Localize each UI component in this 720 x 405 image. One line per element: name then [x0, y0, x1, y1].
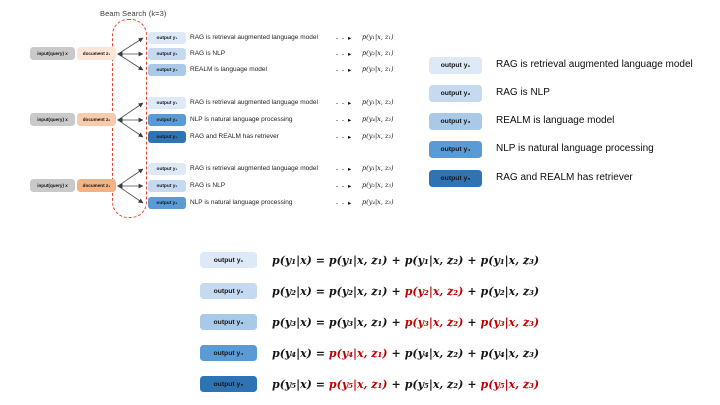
diagram-title: Beam Search (k=3)	[100, 9, 167, 18]
beam-candidates-dashed-frame	[112, 19, 147, 218]
equation-term: p(y₃|x, z₂)	[404, 315, 464, 329]
equation-lhs: p(y₂|x) =	[272, 284, 325, 298]
probability-label: p(y₁|x, z₂)	[362, 98, 394, 106]
input-query-box: input(query) x	[30, 179, 75, 192]
equation-term: p(y₅|x, z₃)	[480, 377, 540, 391]
output-sentence: RAG is retrieval augmented language mode…	[190, 99, 318, 106]
equation-term: p(y₅|x, z₁)	[328, 377, 388, 391]
equation-output-y2-box: output y₂	[200, 283, 257, 299]
equation-row: p(y₄|x) = p(y₄|x, z₁) + p(y₄|x, z₂) + p(…	[272, 345, 539, 361]
output-sentence: RAG is NLP	[190, 182, 226, 189]
equation-output-y4-box: output y₄	[200, 345, 257, 361]
legend-output-y5-box: output y₅	[429, 170, 482, 187]
document-z1-box: document z₁	[77, 47, 116, 60]
plus-sign: +	[467, 253, 477, 267]
probability-label: p(y₃|x, z₁)	[362, 65, 394, 73]
plus-sign: +	[467, 284, 477, 298]
probability-label: p(y₄|x, z₂)	[362, 115, 394, 123]
probability-label: p(y₁|x, z₃)	[362, 164, 394, 172]
equation-term: p(y₁|x, z₁)	[328, 253, 388, 267]
equation-row: p(y₅|x) = p(y₅|x, z₁) + p(y₅|x, z₂) + p(…	[272, 376, 539, 392]
output-sentence: NLP is natural language processing	[190, 199, 293, 206]
equation-lhs: p(y₄|x) =	[272, 346, 325, 360]
output-y5-box: output y₅	[148, 131, 186, 143]
equation-term: p(y₂|x, z₁)	[328, 284, 388, 298]
equation-term: p(y₄|x, z₃)	[480, 346, 540, 360]
legend-text: RAG is NLP	[496, 87, 550, 98]
plus-sign: +	[467, 346, 477, 360]
equation-row: p(y₂|x) = p(y₂|x, z₁) + p(y₂|x, z₂) + p(…	[272, 283, 539, 299]
output-y2-box: output y₂	[148, 48, 186, 60]
output-sentence: RAG is NLP	[190, 50, 226, 57]
input-query-box: input(query) x	[30, 47, 75, 60]
legend-text: RAG and REALM has retriever	[496, 172, 633, 183]
legend-text: REALM is language model	[496, 115, 615, 126]
plus-sign: +	[391, 253, 401, 267]
equation-term: p(y₅|x, z₂)	[404, 377, 464, 391]
output-y3-box: output y₃	[148, 64, 186, 76]
probability-label: p(y₂|x, z₃)	[362, 181, 394, 189]
plus-sign: +	[391, 315, 401, 329]
equation-term: p(y₄|x, z₁)	[328, 346, 388, 360]
probability-label: p(y₄|x, z₃)	[362, 198, 394, 206]
dashed-arrow-icon: - - ▸	[336, 100, 353, 107]
plus-sign: +	[467, 377, 477, 391]
input-query-box: input(query) x	[30, 113, 75, 126]
equation-row: p(y₁|x) = p(y₁|x, z₁) + p(y₁|x, z₂) + p(…	[272, 252, 539, 268]
plus-sign: +	[391, 346, 401, 360]
equation-term: p(y₂|x, z₃)	[480, 284, 540, 298]
probability-label: p(y₂|x, z₁)	[362, 49, 394, 57]
dashed-arrow-icon: - - ▸	[336, 67, 353, 74]
plus-sign: +	[391, 284, 401, 298]
dashed-arrow-icon: - - ▸	[336, 183, 353, 190]
equation-output-y3-box: output y₃	[200, 314, 257, 330]
dashed-arrow-icon: - - ▸	[336, 134, 353, 141]
dashed-arrow-icon: - - ▸	[336, 117, 353, 124]
equation-output-y1-box: output y₁	[200, 252, 257, 268]
probability-label: p(y₅|x, z₂)	[362, 132, 394, 140]
equation-row: p(y₃|x) = p(y₃|x, z₁) + p(y₃|x, z₂) + p(…	[272, 314, 539, 330]
legend-output-y4-box: output y₄	[429, 141, 482, 158]
equation-term: p(y₃|x, z₃)	[480, 315, 540, 329]
dashed-arrow-icon: - - ▸	[336, 35, 353, 42]
equation-lhs: p(y₁|x) =	[272, 253, 325, 267]
equation-term: p(y₄|x, z₂)	[404, 346, 464, 360]
legend-output-y3-box: output y₃	[429, 113, 482, 130]
output-y1-box: output y₁	[148, 32, 186, 44]
equation-term: p(y₃|x, z₁)	[328, 315, 388, 329]
legend-output-y1-box: output y₁	[429, 57, 482, 74]
equation-output-y5-box: output y₅	[200, 376, 257, 392]
legend-text: RAG is retrieval augmented language mode…	[496, 59, 693, 70]
plus-sign: +	[391, 377, 401, 391]
plus-sign: +	[467, 315, 477, 329]
output-y4-box: output y₄	[148, 197, 186, 209]
legend-text: NLP is natural language processing	[496, 143, 654, 154]
equation-term: p(y₂|x, z₂)	[404, 284, 464, 298]
dashed-arrow-icon: - - ▸	[336, 51, 353, 58]
output-sentence: NLP is natural language processing	[190, 116, 293, 123]
document-z2-box: document z₂	[77, 113, 116, 126]
output-sentence: REALM is language model	[190, 66, 267, 73]
output-sentence: RAG and REALM has retriever	[190, 133, 279, 140]
output-y4-box: output y₄	[148, 114, 186, 126]
dashed-arrow-icon: - - ▸	[336, 166, 353, 173]
equation-lhs: p(y₃|x) =	[272, 315, 325, 329]
probability-label: p(y₁|x, z₁)	[362, 33, 394, 41]
equation-term: p(y₁|x, z₃)	[480, 253, 540, 267]
equation-term: p(y₁|x, z₂)	[404, 253, 464, 267]
output-sentence: RAG is retrieval augmented language mode…	[190, 165, 318, 172]
equation-lhs: p(y₅|x) =	[272, 377, 325, 391]
output-y1-box: output y₁	[148, 163, 186, 175]
output-sentence: RAG is retrieval augmented language mode…	[190, 34, 318, 41]
legend-output-y2-box: output y₂	[429, 85, 482, 102]
document-z3-box: document z₃	[77, 179, 116, 192]
dashed-arrow-icon: - - ▸	[336, 200, 353, 207]
output-y1-box: output y₁	[148, 97, 186, 109]
output-y2-box: output y₂	[148, 180, 186, 192]
